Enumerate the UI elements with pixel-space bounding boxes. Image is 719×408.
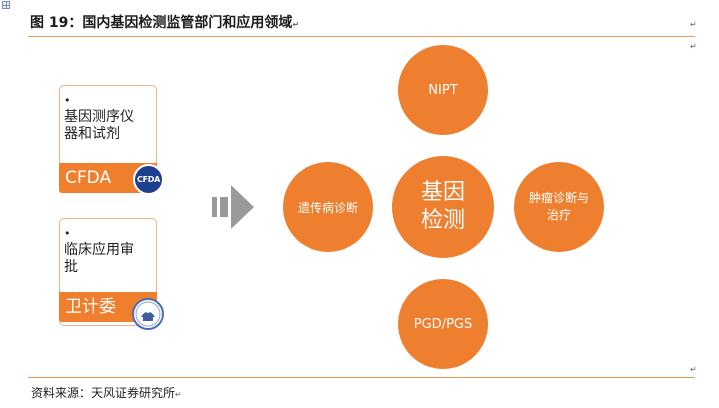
paragraph-mark: ↵ [690, 42, 697, 51]
paragraph-mark: ↵ [690, 365, 697, 374]
agency-bar: 卫计委 [59, 292, 157, 322]
figure-title: 图 19：国内基因检测监管部门和应用领域↵ [30, 15, 300, 31]
bullet: • [64, 227, 71, 240]
regulator-card-text: • 基因测序仪器和试剂 [60, 86, 156, 143]
hub-circle: 基因检测 [392, 156, 494, 258]
app-circle-left: 遗传病诊断 [283, 162, 373, 252]
regulator-card-wjw: • 临床应用审批 卫计委 [59, 218, 164, 330]
expand-handle-icon[interactable] [2, 1, 10, 9]
bottom-rule [28, 377, 695, 378]
regulator-scope: 临床应用审批 [64, 242, 134, 275]
top-rule [28, 36, 695, 37]
cfda-logo: CFDA [133, 164, 164, 195]
app-circle-bottom: PGD/PGS [398, 279, 488, 369]
regulator-card-text: • 临床应用审批 [60, 219, 156, 276]
bullet: • [64, 94, 71, 107]
app-circle-top: NIPT [398, 45, 488, 135]
chevron-arrow-right-icon [212, 185, 254, 229]
regulator-scope: 基因测序仪器和试剂 [64, 109, 134, 142]
paragraph-mark: ↵ [690, 20, 697, 29]
regulator-card-cfda: • 基因测序仪器和试剂 CFDA CFDA [59, 85, 164, 195]
app-circle-right: 肿瘤诊断与治疗 [514, 162, 604, 252]
source-note: 资料来源：天风证券研究所↵ [31, 386, 182, 400]
health-commission-emblem [132, 298, 164, 330]
agency-name: 卫计委 [65, 297, 116, 317]
agency-name: CFDA [65, 168, 112, 188]
